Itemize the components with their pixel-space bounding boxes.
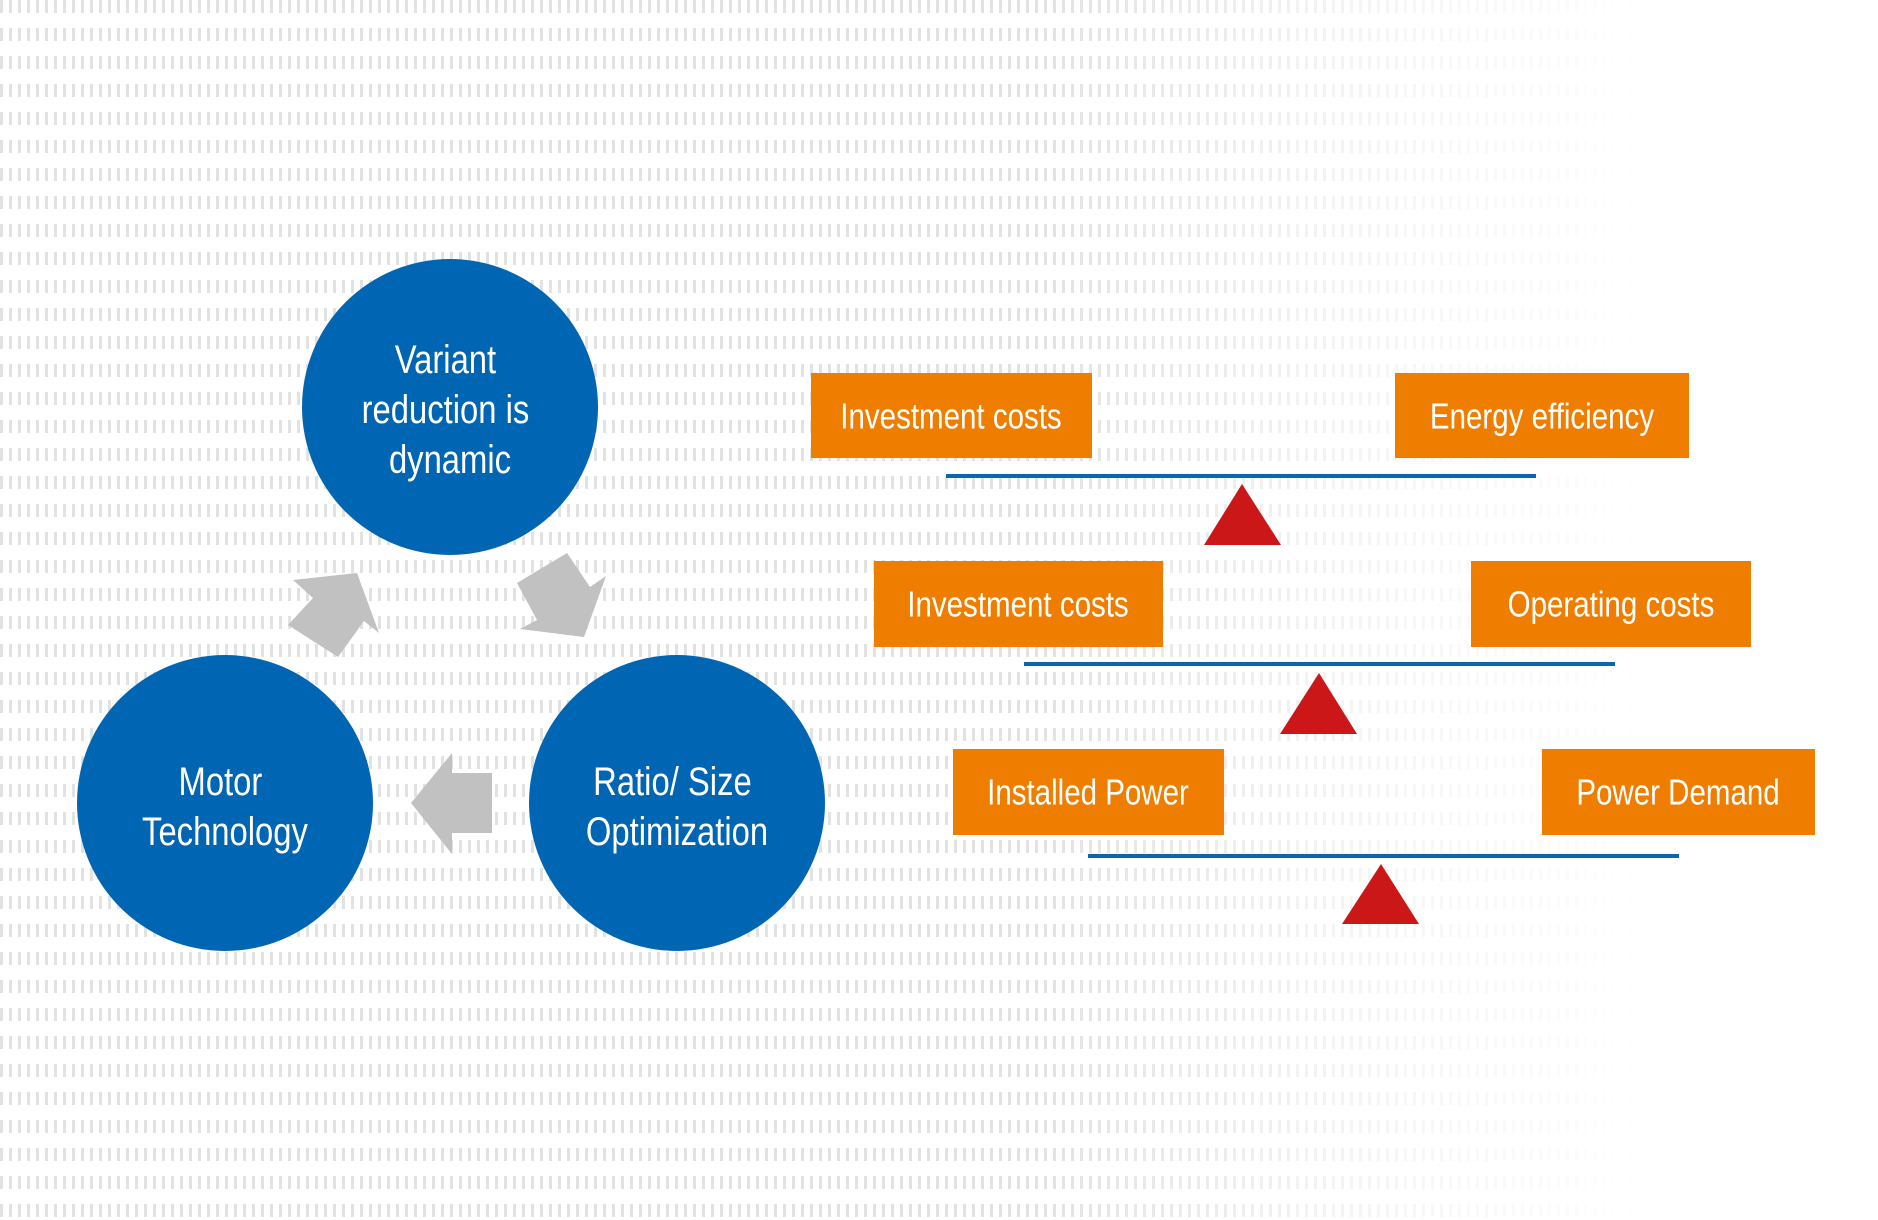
cycle-node-motor: Motor Technology	[77, 655, 373, 951]
balance-beam	[1088, 854, 1679, 858]
fulcrum-triangle-icon	[1342, 864, 1419, 924]
node-label-line: Ratio/ Size	[593, 759, 752, 804]
balance-beam	[946, 474, 1536, 478]
box-left-label: Installed Power	[987, 772, 1189, 812]
fulcrum-triangle-icon	[1204, 484, 1281, 545]
node-label-line: Variant	[395, 337, 496, 382]
arrow-icon-variant-to-ratio	[517, 553, 606, 637]
cycle-node-variant: Variant reduction is dynamic	[302, 259, 598, 555]
box-right-label: Energy efficiency	[1430, 396, 1655, 436]
box-right	[1542, 749, 1815, 835]
node-label-line: reduction is	[362, 387, 530, 432]
circle-motor	[77, 655, 373, 951]
node-label-line: Motor	[179, 759, 263, 804]
box-right	[1395, 373, 1689, 458]
circle-variant	[302, 259, 598, 555]
arrow-icon-motor-to-variant	[288, 573, 379, 657]
box-left	[953, 749, 1224, 835]
box-right-label: Power Demand	[1576, 772, 1779, 812]
box-left-label: Investment costs	[907, 584, 1128, 624]
box-left-label: Investment costs	[840, 396, 1061, 436]
node-label-line: Technology	[142, 809, 309, 854]
arrow-icon-ratio-to-motor	[411, 753, 492, 854]
fulcrum-triangle-icon	[1280, 673, 1357, 734]
balance-beam	[1024, 662, 1615, 666]
cycle-node-ratio: Ratio/ Size Optimization	[529, 655, 825, 951]
balance-operating: Investment costs Operating costs	[874, 561, 1751, 734]
box-right	[1471, 561, 1751, 647]
node-label-motor: Motor Technology	[142, 759, 309, 854]
node-label-line: dynamic	[389, 437, 511, 482]
circle-ratio	[529, 655, 825, 951]
node-label-ratio: Ratio/ Size Optimization	[586, 759, 768, 854]
node-label-line: Optimization	[586, 809, 768, 854]
balance-energy: Investment costs Energy efficiency	[811, 373, 1689, 545]
cycle-arrows	[288, 553, 606, 854]
box-left	[874, 561, 1163, 647]
node-label-variant: Variant reduction is dynamic	[362, 337, 539, 482]
balance-power: Installed Power Power Demand	[953, 749, 1815, 924]
box-right-label: Operating costs	[1508, 584, 1715, 624]
box-left	[811, 373, 1092, 458]
